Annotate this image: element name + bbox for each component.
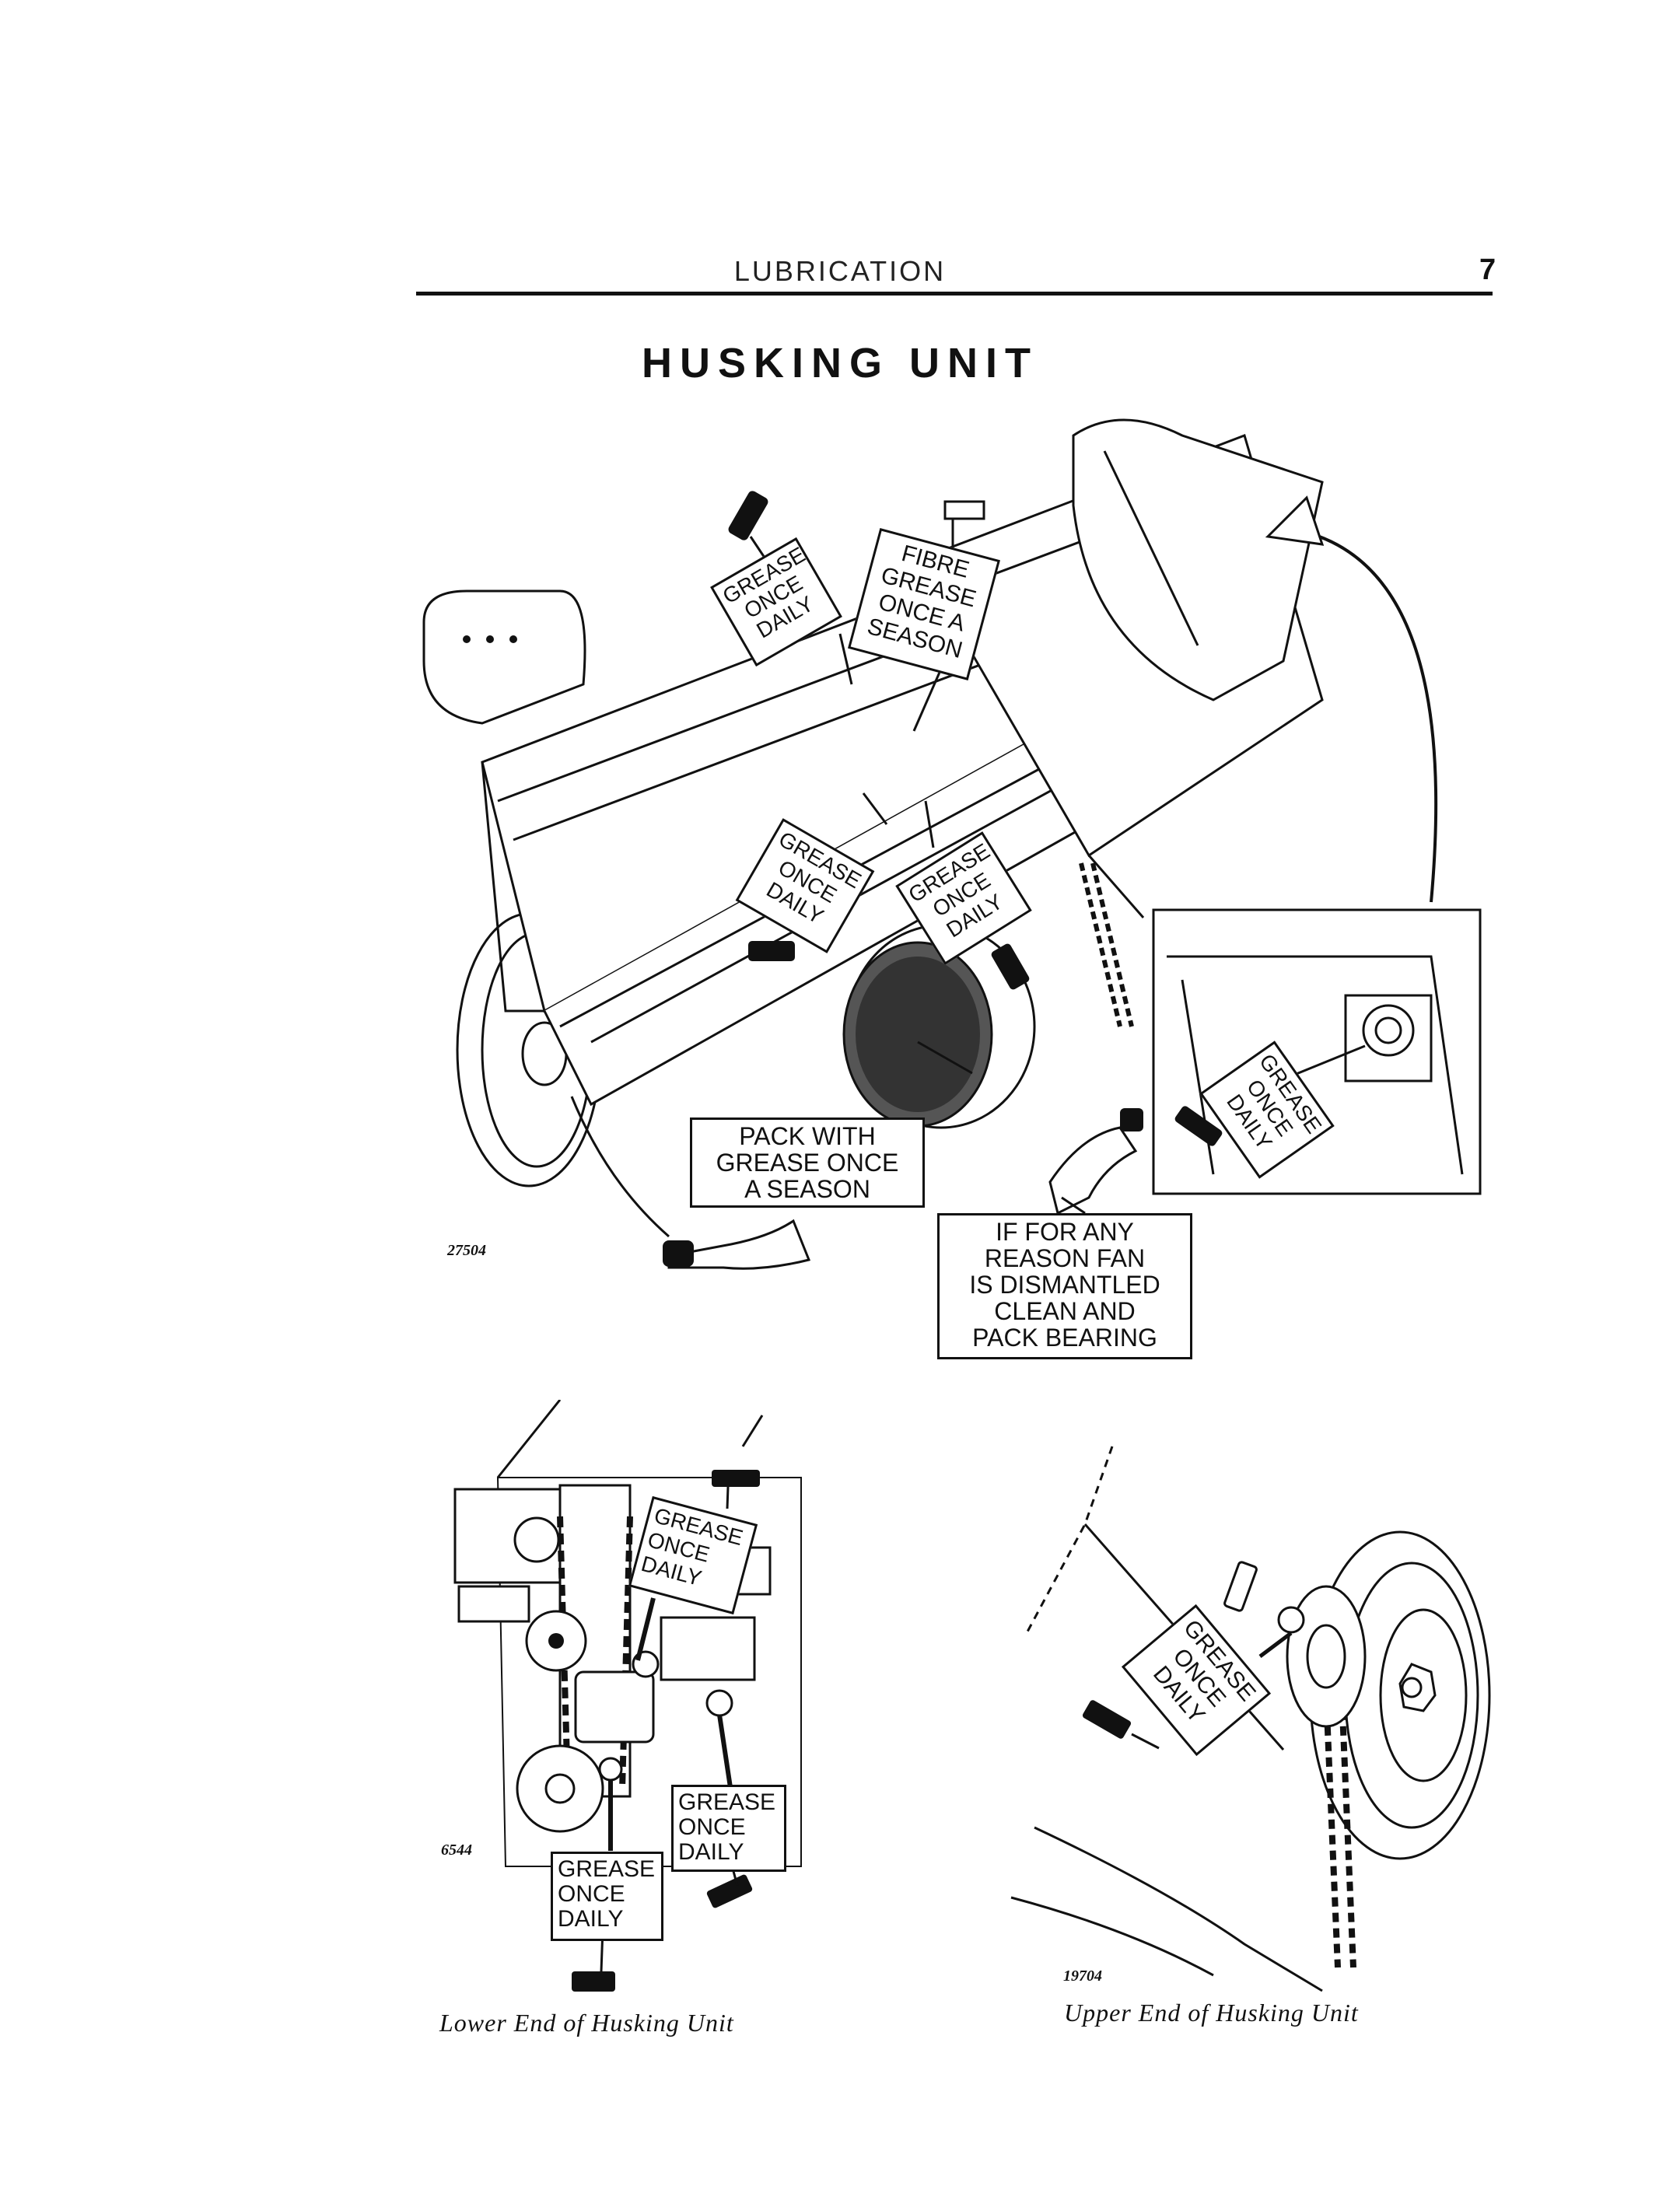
- page-title: HUSKING UNIT: [642, 340, 1038, 386]
- hand-right: [1048, 1108, 1143, 1215]
- left-hood: [422, 589, 586, 725]
- upper-end-illustration: [1010, 1446, 1491, 1992]
- lower-grease-label-right: GREASE ONCE DAILY: [671, 1785, 786, 1872]
- lower-grease-label-bottom: GREASE ONCE DAILY: [551, 1852, 663, 1941]
- drive-chain: [1079, 862, 1134, 1027]
- fibre-fitting: [943, 500, 985, 548]
- inset-frame: [1152, 908, 1482, 1195]
- fan-screen: [842, 924, 1036, 1129]
- pointer-line-wheel: [570, 1096, 670, 1238]
- fan-dismantled-note: IF FOR ANY REASON FAN IS DISMANTLED CLEA…: [937, 1213, 1192, 1359]
- figure-number-upper: 19704: [1063, 1967, 1102, 1985]
- elevator-hood: [1072, 418, 1324, 701]
- running-head: LUBRICATION: [733, 255, 947, 287]
- page-number: 7: [1479, 254, 1496, 286]
- grease-gun-top: [728, 491, 768, 561]
- grease-gun-mid-left: [748, 941, 795, 961]
- flow-arrow: [1265, 495, 1438, 903]
- header-rule: [416, 292, 1493, 296]
- figure-number-main: 27504: [447, 1242, 486, 1259]
- figure-number-lower: 6544: [441, 1841, 472, 1859]
- pack-with-grease-label: PACK WITH GREASE ONCE A SEASON: [690, 1117, 925, 1208]
- upper-end-caption: Upper End of Husking Unit: [1064, 1999, 1359, 2027]
- lower-end-caption: Lower End of Husking Unit: [439, 2009, 734, 2037]
- hand-bottom: [663, 1219, 811, 1270]
- grease-gun-mid-right: [991, 943, 1030, 990]
